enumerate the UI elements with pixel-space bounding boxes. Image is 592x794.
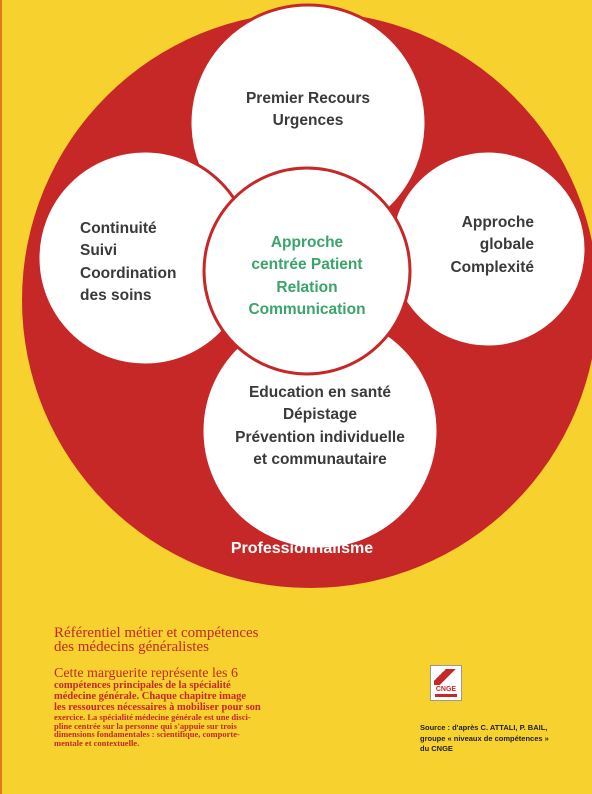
body-line: les ressources nécessaires à mobiliser p… <box>54 702 261 713</box>
document-body: Cette marguerite représente les 6 compét… <box>54 667 362 747</box>
body-tiny-line: pline centrée sur la personne qui s'appu… <box>54 720 237 731</box>
source-line: groupe « niveaux de compétences » <box>420 733 549 743</box>
title-line: Référentiel métier et compétences <box>54 625 259 641</box>
center-circle <box>202 166 412 376</box>
petal-top-text: Premier Recours Urgences <box>208 88 408 133</box>
cnge-logo: CNGE <box>430 665 462 701</box>
petal-right-line: Complexité <box>450 258 534 276</box>
center-line: Relation <box>276 278 338 296</box>
petal-right-line: globale <box>479 236 534 254</box>
petal-right-line: Approche <box>461 214 534 231</box>
body-tiny-line: dimensions fondamentales : scientifique,… <box>54 729 240 739</box>
center-text: Approche centrée Patient Relation Commun… <box>217 232 397 322</box>
center-line: centrée Patient <box>251 256 363 274</box>
petal-top-line: Urgences <box>272 112 344 130</box>
competence-daisy-diagram <box>22 3 592 588</box>
petal-bottom-line: Education en santé <box>248 384 392 401</box>
body-tiny-line: mentale et contextuelle. <box>54 737 140 748</box>
petal-bottom-line: Prévention individuelle <box>235 428 405 446</box>
source-line: Source : d'après C. ATTALI, P. BAIL, <box>420 723 548 732</box>
logo-label: CNGE <box>435 686 457 693</box>
petal-bottom-line: et communautaire <box>253 451 387 469</box>
body-line: compétences principales de la spécialité <box>54 680 231 691</box>
document-title: Référentiel métier et compétences des mé… <box>54 625 374 655</box>
logo-graphic <box>434 669 458 685</box>
petal-left-line: Coordination <box>80 264 177 282</box>
title-line: des médecins généralistes <box>54 639 209 655</box>
body-line: médecine générale. Chaque chapitre image <box>54 691 246 702</box>
center-line: Approche <box>270 234 344 251</box>
petal-left-line: Suivi <box>80 242 118 260</box>
petal-left-line: Continuité <box>80 220 157 237</box>
body-tiny-line: exercice. La spécialité médecine général… <box>54 712 251 722</box>
body-lead: Cette marguerite représente les 6 <box>54 666 238 681</box>
logo-bar <box>435 694 457 697</box>
ring-label: Professionnalisme <box>230 540 374 557</box>
source-line: du CNGE <box>420 744 453 753</box>
petal-bottom-text: Education en santé Dépistage Prévention … <box>210 382 430 472</box>
petal-left-text: Continuité Suivi Coordination des soins <box>80 218 200 308</box>
petal-left-line: des soins <box>80 287 152 305</box>
petal-right-text: Approche globale Complexité <box>424 212 534 279</box>
petal-top-line: Premier Recours <box>245 90 371 107</box>
center-line: Communication <box>248 301 366 319</box>
source-credit: Source : d'après C. ATTALI, P. BAIL, gro… <box>420 723 592 755</box>
petal-bottom-line: Dépistage <box>282 406 358 424</box>
